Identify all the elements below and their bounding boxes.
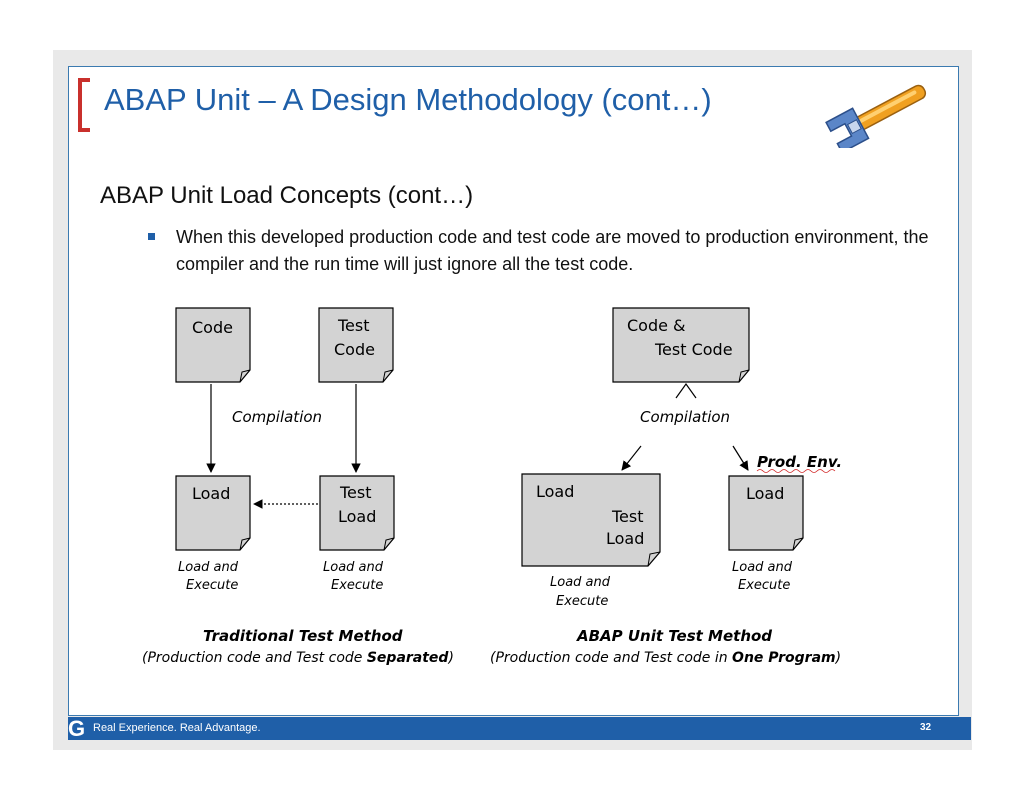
- abap-unit-method-desc: (Production code and Test code in One Pr…: [490, 650, 841, 666]
- svg-text:Load and: Load and: [323, 560, 384, 575]
- prod-env-label: Prod. Env.: [757, 453, 842, 471]
- big-test-load-label: Load: [606, 529, 644, 548]
- box-load: Load: [175, 475, 251, 551]
- footer-tagline: Real Experience. Real Advantage.: [93, 722, 261, 734]
- svg-text:Execute: Execute: [556, 594, 608, 609]
- box-test-code-label-2: Code: [334, 340, 375, 359]
- bullet-text: When this developed production code and …: [176, 227, 929, 274]
- title-bracket: [78, 78, 90, 132]
- svg-text:Execute: Execute: [331, 578, 383, 593]
- svg-text:Execute: Execute: [186, 578, 238, 593]
- svg-text:Load and: Load and: [178, 560, 239, 575]
- page-number: 32: [920, 722, 932, 733]
- box-load-with-test-load: Load Test Load: [521, 473, 661, 567]
- box-test-code: Test Code: [318, 307, 394, 383]
- svg-text:Load and: Load and: [550, 575, 611, 590]
- box-test-load-label-1: Test: [339, 483, 372, 502]
- box-code-and-test-code: Code & Test Code: [612, 307, 750, 383]
- box-code-test-label-1: Code &: [627, 316, 686, 335]
- svg-text:Load and: Load and: [732, 560, 793, 575]
- big-test-label: Test: [611, 507, 644, 526]
- footer-bar: [68, 717, 971, 740]
- abap-unit-method-title: ABAP Unit Test Method: [576, 627, 772, 645]
- slide-title: ABAP Unit – A Design Methodology (cont…): [104, 82, 712, 117]
- box-code-label: Code: [192, 318, 233, 337]
- box-test-load: Test Load: [319, 475, 395, 551]
- spellcheck-underline: [756, 469, 836, 473]
- box-load-label: Load: [192, 484, 230, 503]
- svg-text:Execute: Execute: [738, 578, 790, 593]
- box-load-prod: Load: [728, 475, 804, 551]
- traditional-method-title: Traditional Test Method: [203, 627, 403, 645]
- box-test-load-label-2: Load: [338, 507, 376, 526]
- big-load-label: Load: [536, 482, 574, 501]
- box-test-code-label-1: Test: [337, 316, 370, 335]
- arrow-to-prod-load: [732, 445, 749, 471]
- split-mark: [675, 382, 697, 399]
- compilation-label-right: Compilation: [640, 408, 730, 426]
- box-code-test-label-2: Test Code: [654, 340, 733, 359]
- bullet-marker: [148, 233, 155, 240]
- prod-load-label: Load: [746, 484, 784, 503]
- slide-canvas: [68, 66, 959, 716]
- wrench-icon: [825, 84, 927, 148]
- arrow-to-big-load: [621, 445, 642, 471]
- compilation-label-left: Compilation: [232, 408, 322, 426]
- box-code: Code: [175, 307, 251, 383]
- section-subtitle: ABAP Unit Load Concepts (cont…): [100, 182, 474, 209]
- company-logo: G: [68, 716, 86, 741]
- traditional-method-desc: (Production code and Test code Separated…: [142, 650, 454, 666]
